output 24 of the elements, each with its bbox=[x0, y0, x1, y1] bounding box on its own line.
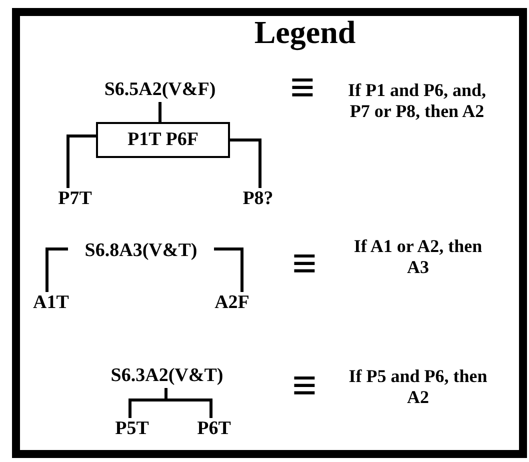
node-label: S6.3A2(V&T) bbox=[110, 365, 224, 387]
node-label: S6.8A3(V&T) bbox=[84, 240, 198, 262]
equivalence-sign: ≡ bbox=[292, 364, 318, 408]
node-label: P7T bbox=[58, 188, 92, 210]
condition-box bbox=[96, 122, 230, 158]
node-label: A2F bbox=[214, 292, 250, 314]
equivalence-sign: ≡ bbox=[290, 66, 316, 110]
legend-title: Legend bbox=[253, 13, 357, 52]
connector-line bbox=[230, 138, 262, 188]
connector-line bbox=[46, 248, 68, 292]
node-label: S6.5A2(V&F) bbox=[104, 79, 216, 101]
node-label: A1T bbox=[33, 292, 69, 314]
connector-line bbox=[66, 134, 96, 188]
node-label: P8? bbox=[242, 188, 274, 210]
node-label: P6T bbox=[197, 418, 231, 440]
rule-text: If P1 and P6, and, P7 or P8, then A2 bbox=[346, 80, 488, 122]
rule-text: If P5 and P6, then A2 bbox=[348, 366, 488, 408]
connector-line bbox=[214, 248, 244, 292]
node-label: P1T P6F bbox=[128, 129, 198, 151]
rule-text: If A1 or A2, then A3 bbox=[352, 236, 484, 278]
equivalence-sign: ≡ bbox=[292, 242, 318, 286]
connector-line bbox=[164, 388, 212, 418]
connector-line bbox=[158, 102, 162, 122]
node-label: P5T bbox=[115, 418, 149, 440]
